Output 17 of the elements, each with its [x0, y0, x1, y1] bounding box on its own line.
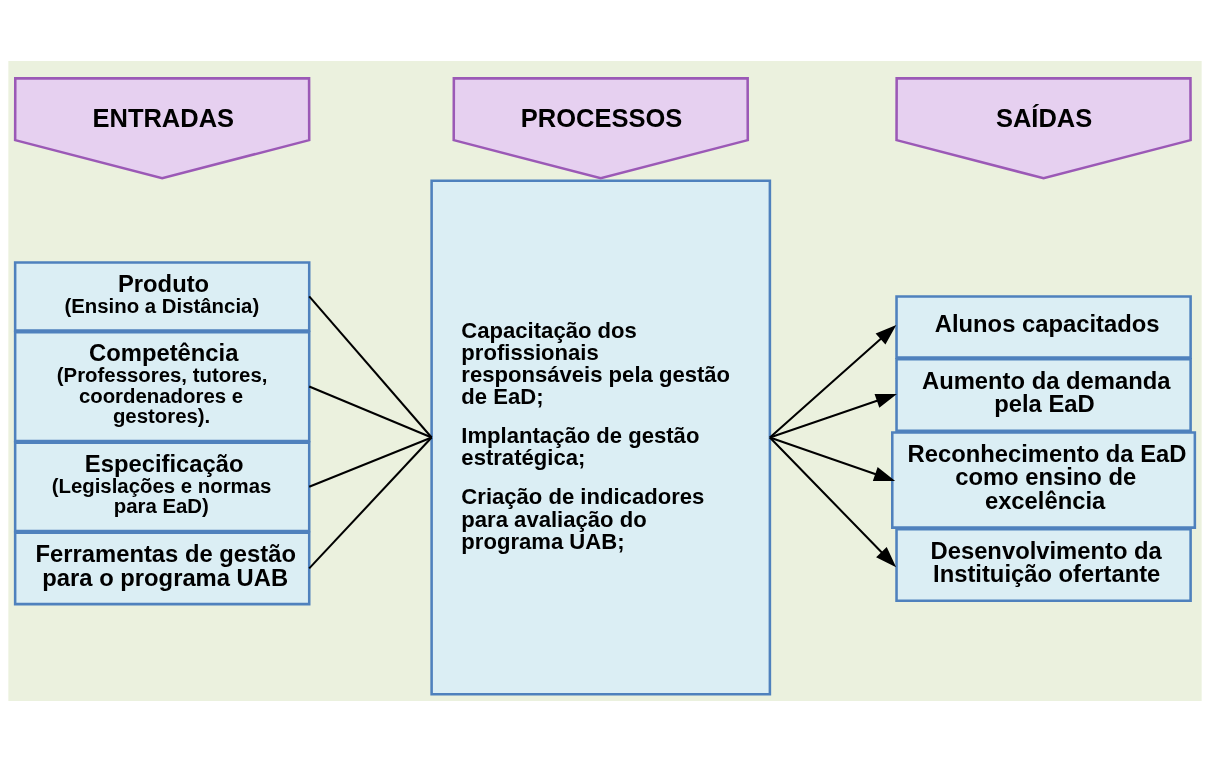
- node-box: Competência (Professores, tutores, coordenadores e gestores).: [13, 330, 311, 443]
- connector: [308, 295, 433, 439]
- connector: [308, 436, 432, 488]
- node-box: Especificação (Legislações e normas para EaD): [13, 441, 311, 533]
- node-box: Ferramentas de gestão para o programa UAB: [13, 531, 311, 606]
- node-box: Desenvolvimento da Instituição ofertante: [895, 528, 1192, 602]
- node-box: Produto (Ensino a Distância): [13, 261, 311, 332]
- arrow: [769, 436, 896, 482]
- arrow: [769, 324, 897, 439]
- arrow: [769, 393, 897, 439]
- arrow: [769, 436, 897, 568]
- connector: [308, 385, 432, 439]
- node-box: Aumento da demanda pela EaD: [895, 358, 1192, 432]
- node-box: Alunos capacitados: [895, 295, 1192, 359]
- node-box: Reconhecimento da EaD como ensino de excelência: [891, 431, 1197, 529]
- node-box: Capacitação dos profissionais responsáveis pela gestão de EaD; Implantação de gestão estratégica; Criação de indicadores para avaliação do programa UAB;: [430, 179, 772, 696]
- connector: [308, 436, 433, 570]
